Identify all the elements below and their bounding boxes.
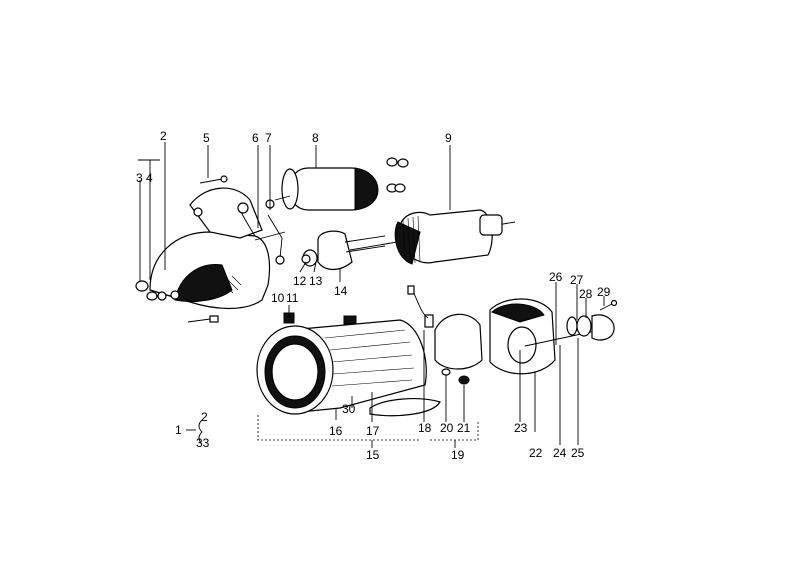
callout-labels: 2 3 4 5 6 7 8 9 10 11 12 13 14 30 16 17 … xyxy=(136,129,611,462)
callout-16: 16 xyxy=(329,424,343,438)
solenoid-nuts xyxy=(386,157,409,193)
end-shield xyxy=(489,298,556,375)
washers-3-4 xyxy=(135,207,203,301)
callout-8: 8 xyxy=(312,131,319,145)
callout-2: 2 xyxy=(160,129,167,143)
callout-13: 13 xyxy=(309,274,323,288)
callout-33-range-end: 33 xyxy=(196,436,210,450)
callout-14: 14 xyxy=(334,284,348,298)
callout-12: 12 xyxy=(293,274,307,288)
engaging-lever xyxy=(254,214,286,265)
callout-26: 26 xyxy=(549,270,563,284)
callout-2-range-start: 2 xyxy=(201,410,208,424)
callout-3: 3 xyxy=(136,171,143,185)
callout-27: 27 xyxy=(570,273,584,287)
callout-9: 9 xyxy=(445,131,452,145)
callout-10: 10 xyxy=(271,291,285,305)
callout-6: 6 xyxy=(252,131,259,145)
drive-end-housing xyxy=(149,187,271,310)
bolt-lower-left xyxy=(187,315,219,323)
callout-20: 20 xyxy=(440,421,454,435)
armature xyxy=(349,209,516,265)
callout-18: 18 xyxy=(418,421,432,435)
solenoid-switch xyxy=(265,167,379,211)
callout-29: 29 xyxy=(597,285,611,299)
callout-17: 17 xyxy=(366,424,380,438)
callout-7: 7 xyxy=(265,131,272,145)
callout-19: 19 xyxy=(451,448,465,462)
bolt-5 xyxy=(199,175,228,184)
callout-22: 22 xyxy=(529,446,543,460)
callout-30: 30 xyxy=(342,402,356,416)
callout-1: 1 xyxy=(175,423,182,437)
callout-25: 25 xyxy=(571,446,585,460)
callout-5: 5 xyxy=(203,131,210,145)
callout-21: 21 xyxy=(457,421,471,435)
callout-4: 4 xyxy=(146,171,153,185)
leader-lines xyxy=(138,142,605,445)
callout-24: 24 xyxy=(553,446,567,460)
field-coil xyxy=(369,398,441,417)
callout-11: 11 xyxy=(286,291,299,305)
pinion-freewheel xyxy=(301,230,386,271)
group-brackets xyxy=(257,415,479,448)
brush-holder xyxy=(407,285,483,385)
yoke-housing xyxy=(256,312,427,415)
range-bracket xyxy=(186,419,203,445)
callout-15: 15 xyxy=(366,448,380,462)
end-cap-parts xyxy=(524,299,618,347)
callout-28: 28 xyxy=(579,287,593,301)
callout-23: 23 xyxy=(514,421,528,435)
